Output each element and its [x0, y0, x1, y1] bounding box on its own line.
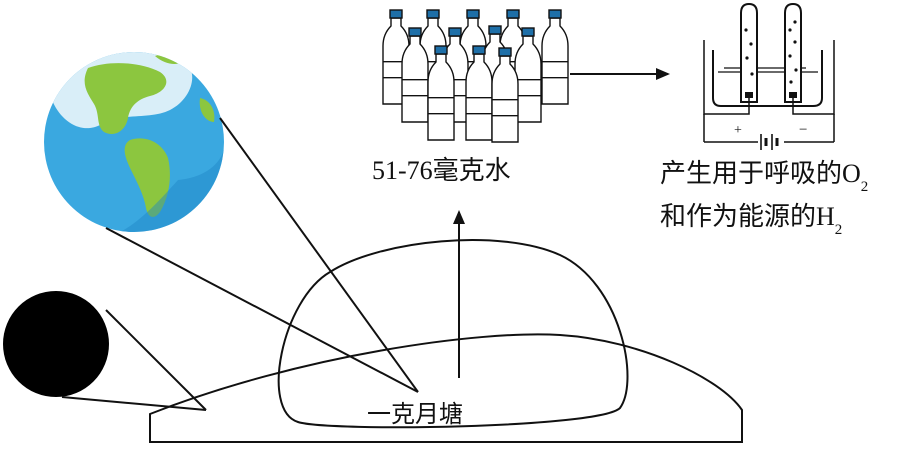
moon-icon: [3, 291, 109, 397]
pond-dome: [277, 239, 629, 429]
projection-lines: [61, 117, 419, 411]
water-bottle: [491, 47, 519, 143]
water-amount-label: 51-76毫克水: [372, 156, 511, 185]
hydrogen-label-text: 和作为能源的H: [660, 202, 835, 231]
water-bottle: [541, 9, 569, 105]
moon-surface-outline: [149, 333, 743, 443]
water-bottle: [514, 27, 542, 123]
water-bottles-icon: [382, 9, 569, 143]
earth-icon: [44, 52, 224, 232]
oxygen-label: 产生用于呼吸的O2: [660, 153, 868, 195]
pond-label: 一克月塘: [367, 402, 463, 428]
hydrogen-label: 和作为能源的H2: [660, 196, 842, 238]
anode-label: +: [734, 123, 742, 138]
electrolysis-apparatus-icon: [703, 2, 835, 150]
water-bottle: [427, 45, 455, 141]
oxygen-label-text: 产生用于呼吸的O: [660, 159, 861, 188]
cathode-label: −: [799, 122, 808, 138]
oxygen-subscript: 2: [860, 179, 869, 195]
hydrogen-subscript: 2: [834, 222, 843, 238]
